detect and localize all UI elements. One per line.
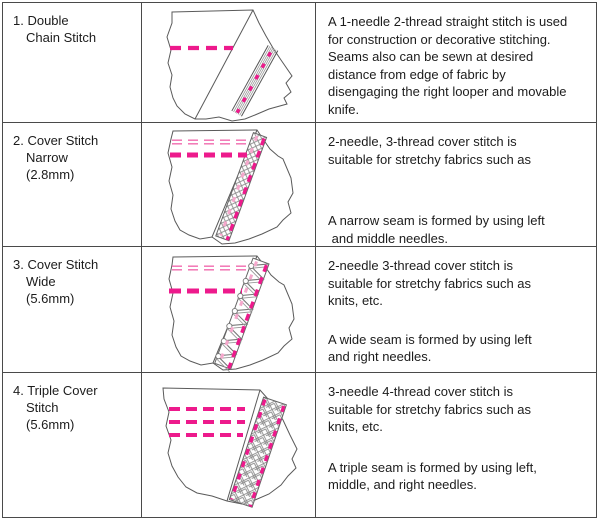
stitch-illustration-cell bbox=[142, 247, 316, 373]
stitch-label-line: (5.6mm) bbox=[26, 291, 75, 306]
stitch-label-line: 2. Cover Stitch bbox=[13, 133, 99, 148]
serged-edge bbox=[215, 131, 268, 242]
stitch-illustration-cell bbox=[142, 123, 316, 247]
triple-cover-stitch-fabric-illustration bbox=[162, 387, 298, 508]
stitch-label-line: 4. Triple Cover bbox=[13, 383, 98, 398]
looper-thread-dashes bbox=[218, 260, 258, 364]
stitch-label-line: Stitch bbox=[26, 400, 59, 415]
stitch-label-line: Wide bbox=[26, 274, 56, 289]
stitch-description-cell: 2-needle, 3-thread cover stitch is suita… bbox=[316, 123, 596, 247]
stitch-illustration-cell bbox=[142, 3, 316, 123]
fold-line bbox=[226, 389, 261, 502]
stitch-description-cell: 3-needle 4-thread cover stitch is suitab… bbox=[316, 373, 596, 517]
serged-edge bbox=[231, 45, 279, 117]
stitch-label-line: (2.8mm) bbox=[26, 167, 75, 182]
double-chain-stitch-fabric-illustration bbox=[166, 9, 293, 122]
serged-edge bbox=[228, 396, 288, 508]
stitch-illustration-cell bbox=[142, 373, 316, 517]
stitch-description-paragraph: A wide seam is formed by using left and … bbox=[328, 331, 532, 365]
stitch-description-paragraph: A triple seam is formed by using left, m… bbox=[328, 459, 537, 493]
needle-thread-dashes-right bbox=[248, 405, 286, 508]
needle-stitch-lines bbox=[169, 407, 245, 437]
stitch-label-line: Chain Stitch bbox=[26, 30, 97, 45]
stitch-label-line: 3. Cover Stitch bbox=[13, 257, 99, 272]
stitch-description-paragraph: 2-needle, 3-thread cover stitch is suita… bbox=[328, 134, 532, 167]
needle-stitch-lines bbox=[169, 265, 247, 294]
stitch-description-paragraph: 3-needle 4-thread cover stitch is suitab… bbox=[328, 384, 532, 434]
stitch-description-cell: 2-needle 3-thread cover stitch is suitab… bbox=[316, 247, 596, 373]
fabric-outline bbox=[166, 9, 293, 122]
needle-stitch-lines bbox=[170, 139, 248, 158]
cover-stitch-wide-fabric-illustration bbox=[168, 255, 295, 372]
serged-edge bbox=[214, 257, 270, 372]
stitch-description-paragraph: 2-needle 3-thread cover stitch is suitab… bbox=[328, 258, 532, 308]
stitch-label-line: Narrow bbox=[26, 150, 68, 165]
edge-loops bbox=[215, 262, 255, 360]
stitch-description-paragraph: A narrow seam is formed by using left an… bbox=[328, 213, 545, 246]
stitch-label-line: 1. Double bbox=[13, 13, 69, 28]
needle-thread-dashes bbox=[225, 138, 266, 241]
stitch-description-paragraph: A 1-needle 2-thread straight stitch is u… bbox=[328, 14, 568, 117]
fold-line bbox=[194, 9, 254, 120]
needle-thread-dashes-left bbox=[229, 399, 267, 500]
cover-stitch-narrow-fabric-illustration bbox=[167, 129, 294, 245]
stitch-description-cell: A 1-needle 2-thread straight stitch is u… bbox=[316, 3, 596, 123]
needle-thread-dashes bbox=[227, 264, 269, 370]
stitch-label-line: (5.6mm) bbox=[26, 417, 75, 432]
looper-thread-dashes bbox=[219, 135, 259, 237]
